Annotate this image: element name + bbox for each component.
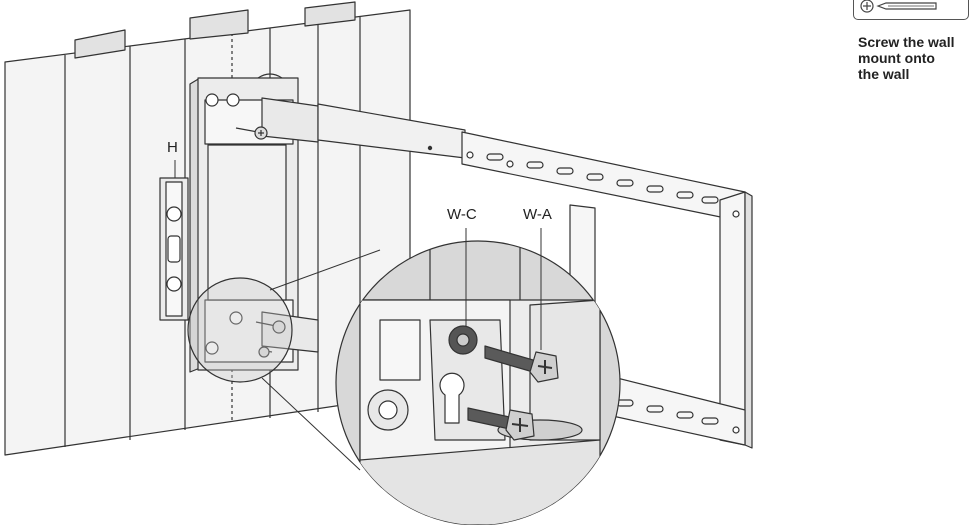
instruction-line-2: mount onto — [858, 50, 935, 66]
label-level: H — [167, 139, 178, 156]
extension-arm — [261, 97, 466, 353]
phillips-head-icon — [860, 0, 874, 13]
washer — [448, 325, 478, 355]
label-bolt: W-A — [523, 206, 552, 223]
instruction-line-3: the wall — [858, 66, 910, 82]
instruction-line-1: Screw the wall — [858, 34, 955, 50]
wall-bolt — [235, 126, 286, 358]
screwdriver-icon — [860, 0, 937, 13]
bubble-level — [159, 177, 189, 321]
label-washer: W-C — [447, 206, 477, 223]
tool-icon-box — [853, 0, 969, 20]
detail-source-circle — [187, 277, 293, 383]
wall-bolt-magnified — [467, 345, 559, 441]
magnified-detail — [335, 240, 621, 525]
instruction-caption: Screw the wall mount onto the wall — [858, 34, 975, 82]
